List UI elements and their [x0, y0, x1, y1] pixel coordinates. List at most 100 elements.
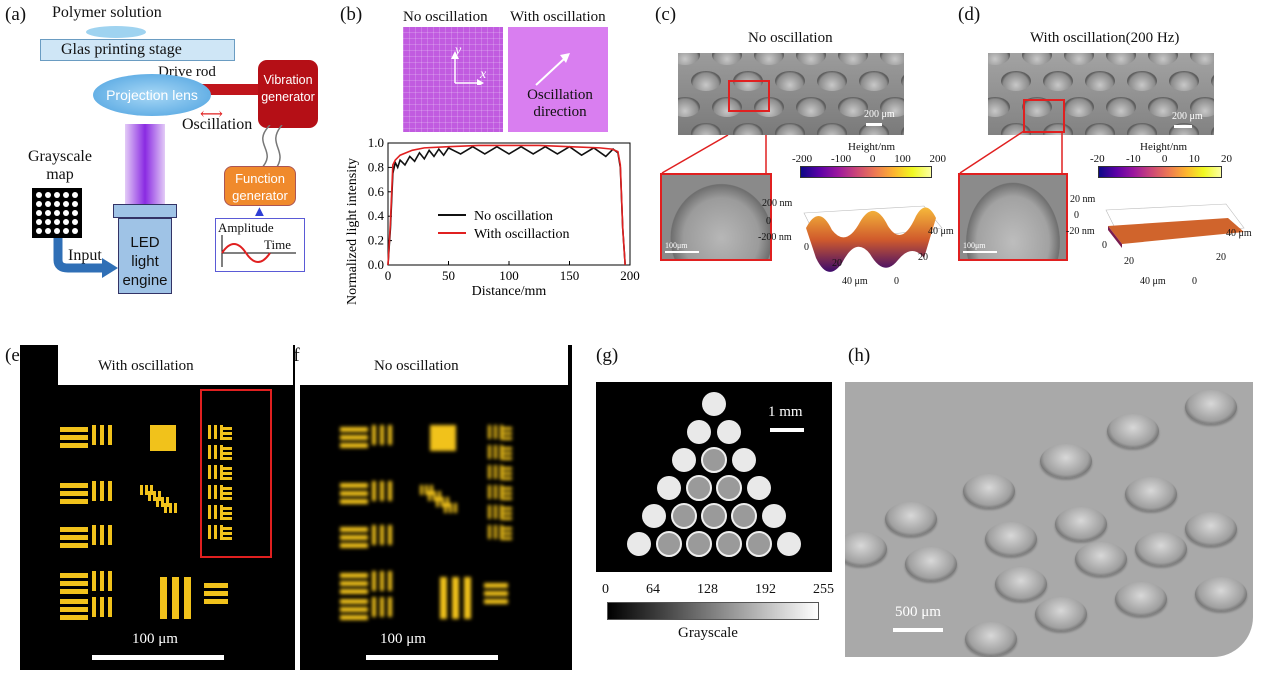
f-title-bar	[300, 345, 568, 385]
microlens	[963, 474, 1015, 508]
f-resolution-target	[300, 345, 572, 670]
target-bar	[464, 577, 471, 619]
y-tick-label: 0.6	[368, 184, 385, 199]
target-bar	[380, 425, 384, 445]
vibration-line-2: generator	[261, 90, 315, 104]
target-bar	[208, 505, 211, 519]
target-bar	[340, 543, 368, 548]
target-bar	[220, 472, 232, 475]
target-bar	[220, 487, 232, 490]
target-bar	[340, 427, 368, 432]
target-bar	[100, 571, 104, 591]
target-bar	[452, 577, 459, 619]
target-bar	[140, 485, 143, 495]
target-bar	[92, 481, 96, 501]
target-bar	[220, 517, 232, 520]
target-bar	[500, 472, 512, 475]
vibration-generator: Vibration generator	[258, 60, 318, 128]
grayscale-dot	[746, 531, 772, 557]
target-bar	[388, 425, 392, 445]
target-bar	[500, 447, 512, 450]
target-bar	[340, 535, 368, 540]
d-axis-tick: 0	[1192, 276, 1197, 287]
target-bar	[340, 573, 368, 578]
e-scale-label: 100 μm	[132, 631, 178, 647]
g-gray-tick: 128	[697, 582, 718, 597]
target-bar	[488, 485, 491, 499]
function-generator: Function generator	[224, 166, 296, 206]
microlens	[965, 622, 1017, 656]
grayscale-dot	[672, 448, 696, 472]
x-tick-label: 200	[620, 268, 640, 283]
sem-lens	[775, 71, 805, 91]
signal-arrow-icon: ▲	[252, 204, 267, 220]
e-title-bar	[58, 345, 293, 385]
grayscale-dot	[732, 448, 756, 472]
target-bar	[208, 525, 211, 539]
c-zoom-box	[728, 80, 770, 112]
grayscale-dot	[657, 476, 681, 500]
target-bar	[100, 525, 104, 545]
y-tick-label: 0.4	[368, 208, 385, 223]
grayscale-map-line-1: Grayscale	[28, 148, 92, 165]
c-z-tick: -200 nm	[758, 232, 792, 243]
target-bar	[484, 591, 508, 596]
d-sem-zoom: 100μm	[958, 173, 1068, 261]
target-bar	[214, 505, 217, 519]
c-zoom-scale-bar	[665, 251, 699, 253]
d-axis-tick: 40 μm	[1140, 276, 1166, 287]
target-bar	[208, 445, 211, 459]
target-bar	[436, 497, 439, 507]
target-bar	[488, 425, 491, 439]
target-bar	[204, 599, 228, 604]
sem-lens	[1190, 53, 1214, 65]
sem-lens	[1064, 97, 1094, 117]
target-bar	[420, 485, 423, 495]
target-bar	[433, 491, 436, 501]
grayscale-dot	[687, 420, 711, 444]
polymer-label: Polymer solution	[52, 4, 162, 21]
g-gray-title: Grayscale	[678, 625, 738, 641]
sem-lens	[691, 123, 721, 135]
target-bar	[169, 503, 172, 513]
sem-lens	[796, 53, 826, 65]
projection-lens: Projection lens	[93, 74, 211, 116]
cable-lines	[259, 125, 283, 170]
target-bar	[494, 445, 497, 459]
target-bar	[500, 452, 512, 455]
y-tick-label: 0.8	[368, 159, 384, 174]
d-cbar-tick: -20	[1090, 153, 1105, 165]
sem-lens	[817, 123, 847, 135]
d-cbar-tick: 20	[1220, 153, 1232, 165]
target-bar	[488, 525, 491, 539]
sem-lens	[754, 53, 784, 65]
b-axis-y: y	[455, 43, 462, 58]
led-line-1: LED	[130, 234, 160, 251]
grayscale-dot	[777, 532, 801, 556]
panel-label-h: (h)	[848, 345, 871, 366]
target-bar	[388, 597, 392, 617]
c-z-tick: 0	[766, 216, 771, 227]
target-bar	[488, 465, 491, 479]
led-engine: LED light engine	[118, 218, 172, 294]
target-bar	[500, 492, 512, 495]
target-bar	[214, 465, 217, 479]
series-line-no-oscillation	[387, 145, 626, 266]
target-bar	[92, 425, 96, 445]
target-bar	[500, 517, 512, 520]
sem-lens	[1106, 97, 1136, 117]
target-bar	[340, 589, 368, 594]
d-axis-tick: 20	[1124, 256, 1134, 267]
g-scale-label: 1 mm	[768, 404, 803, 420]
c-cbar-tick: 200	[929, 153, 946, 165]
target-bar	[340, 483, 368, 488]
grayscale-dot	[671, 503, 697, 529]
target-bar	[372, 525, 376, 545]
sem-lens	[1085, 123, 1115, 135]
target-bar	[60, 435, 88, 440]
target-bar	[340, 491, 368, 496]
target-bar	[220, 527, 232, 530]
h-lens-array	[845, 382, 1253, 657]
grayscale-map-label: Grayscale map	[28, 148, 92, 184]
